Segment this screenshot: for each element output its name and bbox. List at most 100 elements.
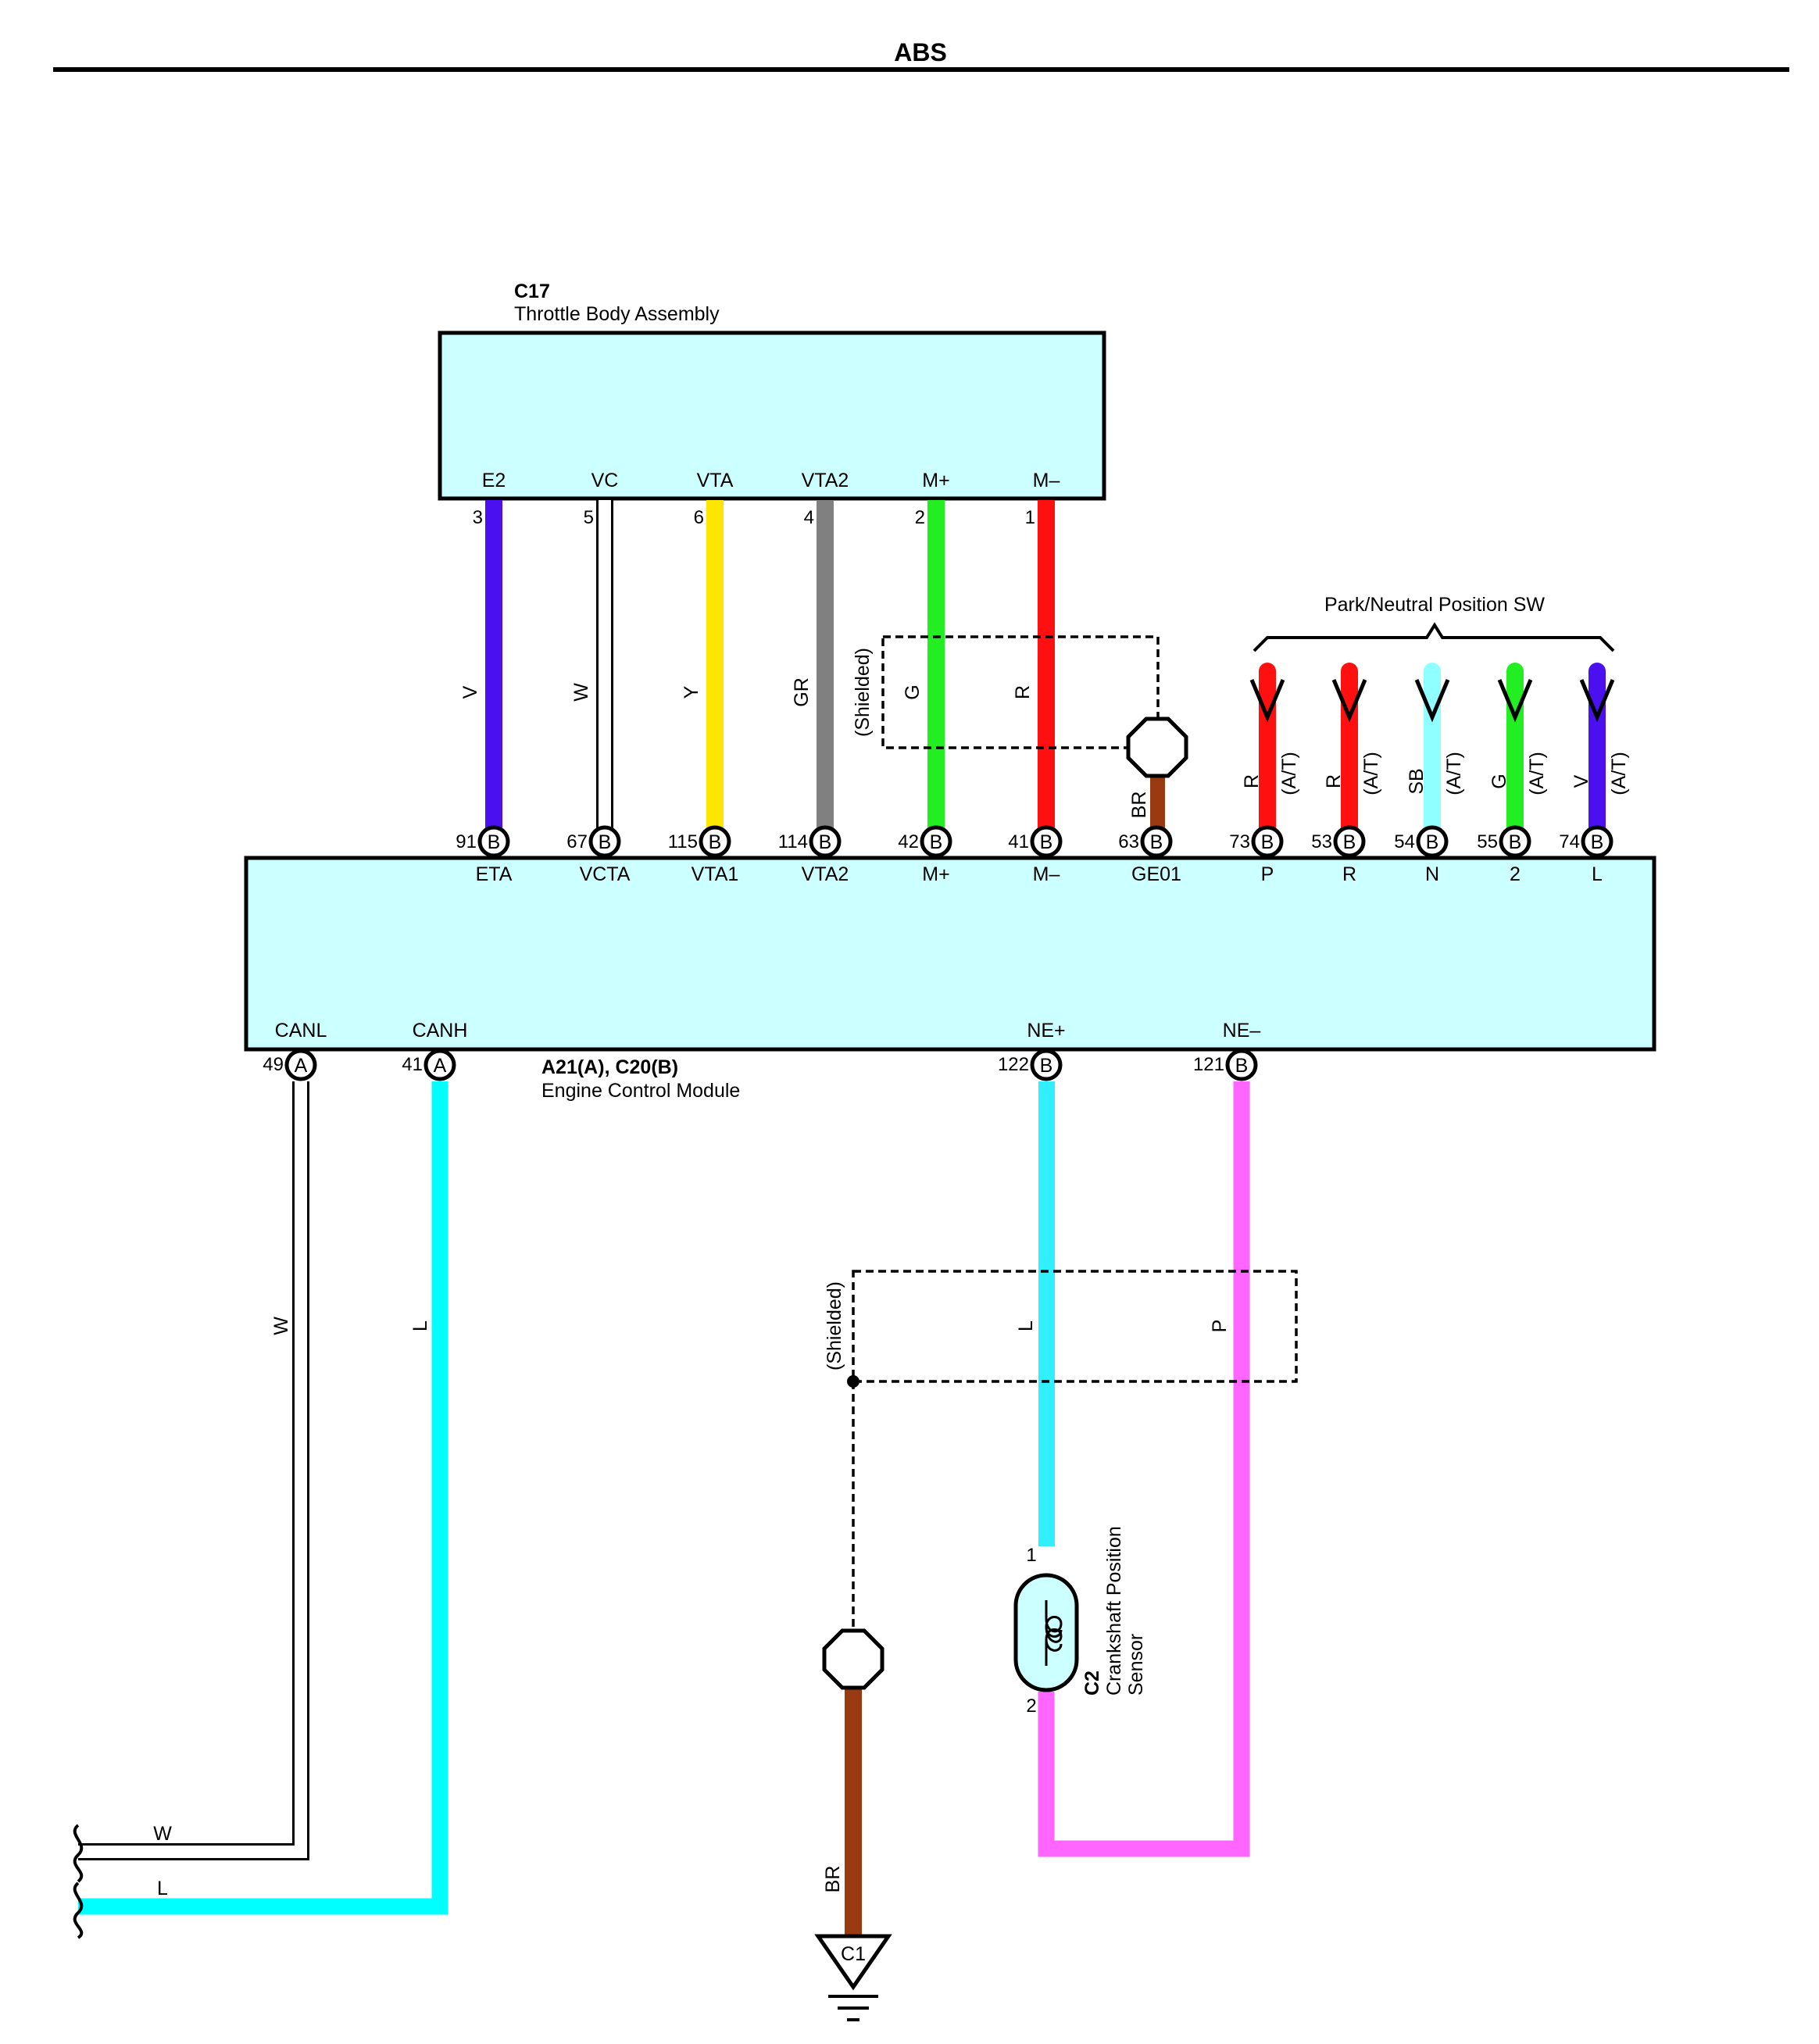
ecm-bottom-connector: A — [423, 1049, 456, 1081]
connector-circle — [588, 825, 621, 858]
ne-plus-wire — [1038, 1081, 1055, 1546]
connector-letter: B — [1235, 1055, 1249, 1077]
pnp-wire-color: V — [1571, 774, 1592, 788]
wire-break-l — [73, 1881, 84, 1939]
crank-sensor-name-1: Crankshaft Position — [1103, 1526, 1125, 1696]
connector-circle — [1140, 825, 1173, 858]
throttle-body-name: Throttle Body Assembly — [514, 303, 720, 325]
ecm-bottom-pin-label: CANH — [413, 1020, 468, 1042]
connector-circle — [809, 825, 842, 858]
ecm-top-pin-label: VTA1 — [692, 863, 739, 885]
left-edge-l-label: L — [157, 1878, 168, 1899]
connector-letter: B — [1040, 831, 1053, 853]
pnp-arrow-icon — [1249, 679, 1285, 723]
connector-letter: B — [1509, 831, 1522, 853]
throttle-pin-label: E2 — [482, 470, 506, 491]
throttle-pin-number: 4 — [804, 507, 814, 528]
crank-sensor-pin-bottom: 2 — [1026, 1696, 1036, 1717]
canh-wire-label: L — [409, 1320, 431, 1331]
connector-letter: B — [1591, 831, 1604, 853]
connector-letter: B — [1040, 1055, 1053, 1077]
pnp-wire-color: R — [1241, 774, 1263, 788]
connector-circle — [1225, 1049, 1258, 1081]
connector-circle — [1030, 1049, 1063, 1081]
ground-connector — [814, 1934, 892, 1991]
ecm-name: Engine Control Module — [541, 1080, 740, 1102]
ecm-top-pin-label: L — [1592, 863, 1603, 885]
ecm-top-pin-label: R — [1342, 863, 1356, 885]
connector-letter: B — [1261, 831, 1274, 853]
pnp-arrow-icon — [1331, 679, 1367, 723]
ecm-top-connector: B — [588, 825, 621, 858]
throttle-pin-number: 3 — [473, 507, 483, 528]
throttle-pin-label: VC — [591, 470, 619, 491]
connector-letter: B — [1150, 831, 1163, 853]
connector-circle — [1499, 825, 1531, 858]
connector-circle — [423, 1049, 456, 1081]
ecm-top-pin-label: 2 — [1510, 863, 1521, 885]
ecm-bottom-pin-number: 121 — [1193, 1054, 1224, 1075]
ecm-top-pin-number: 54 — [1394, 831, 1415, 852]
pnp-wire-note: (A/T) — [1608, 752, 1630, 795]
ecm-top-connector: B — [1499, 825, 1531, 858]
canl-wire-label: W — [270, 1317, 292, 1335]
ecm-top-pin-number: 73 — [1229, 831, 1250, 852]
sensor-coil-icon — [1045, 1600, 1063, 1666]
ecm-top-connector: B — [1251, 825, 1284, 858]
throttle-wire — [817, 500, 834, 844]
throttle-wire — [485, 500, 502, 844]
canh-wire — [78, 1081, 448, 1915]
connector-circle — [920, 825, 952, 858]
ecm-top-pin-label: N — [1425, 863, 1439, 885]
ecm-bottom-connector: A — [284, 1049, 317, 1081]
pnp-switch-wires: R(A/T)R(A/T)SB(A/T)G(A/T)V(A/T) — [1241, 663, 1630, 844]
ecm-codes: A21(A), C20(B) — [541, 1056, 678, 1078]
pnp-arrow-icon — [1414, 679, 1450, 723]
pnp-wire — [1424, 663, 1441, 844]
ecm-top-connector: B — [1030, 825, 1063, 858]
crank-sensor-pin-top: 1 — [1026, 1545, 1036, 1566]
throttle-wire-color: V — [459, 685, 481, 699]
crank-sensor-name-2: Sensor — [1125, 1634, 1147, 1696]
throttle-pin-number: 1 — [1025, 507, 1035, 528]
ecm-top-pin-label: VCTA — [580, 863, 631, 885]
pnp-switch-brace — [1253, 622, 1615, 652]
ne-minus-wire — [1038, 1081, 1250, 1857]
ecm-top-pin-number: 55 — [1477, 831, 1498, 852]
connector-letter: B — [1343, 831, 1356, 853]
connector-circle — [477, 825, 510, 858]
throttle-pin-label: M– — [1033, 470, 1060, 491]
throttle-wire — [599, 500, 611, 844]
shield-box-top — [881, 635, 1160, 749]
ge01-wire-label: BR — [1128, 792, 1150, 819]
connector-circle — [1581, 825, 1614, 858]
left-edge-w-label: W — [153, 1823, 172, 1845]
throttle-body-code: C17 — [514, 281, 550, 302]
crank-sensor-code: C2 — [1081, 1671, 1103, 1696]
ecm-top-pin-number: 115 — [668, 831, 698, 852]
throttle-pin-number: 2 — [915, 507, 925, 528]
shield-label-bottom: (Shielded) — [824, 1281, 845, 1370]
ecm-bottom-pin-label: NE– — [1223, 1020, 1261, 1042]
connector-letter: B — [1426, 831, 1439, 853]
ecm-bottom-pin-label: NE+ — [1027, 1020, 1065, 1042]
connector-letter: B — [599, 831, 612, 853]
throttle-pin-number: 5 — [584, 507, 594, 528]
ecm-top-connector: B — [1581, 825, 1614, 858]
ecm-bottom-pin-number: 122 — [998, 1054, 1029, 1075]
ecm-top-connector: B — [1333, 825, 1366, 858]
connector-circle — [1251, 825, 1284, 858]
ground-connector-label: C1 — [841, 1943, 866, 1965]
pnp-arrow-icon — [1579, 679, 1615, 723]
ecm-top-pin-number: 41 — [1008, 831, 1029, 852]
ecm-top-pin-number: 67 — [566, 831, 588, 852]
pnp-switch-name: Park/Neutral Position SW — [1324, 594, 1545, 616]
ecm-top-pin-label: GE01 — [1131, 863, 1181, 885]
canl-wire-fill — [78, 1081, 307, 1858]
ecm-top-pin-label: M+ — [922, 863, 949, 885]
pnp-wire — [1341, 663, 1358, 844]
throttle-wire — [1038, 500, 1055, 844]
throttle-pin-label: VTA2 — [802, 470, 849, 491]
